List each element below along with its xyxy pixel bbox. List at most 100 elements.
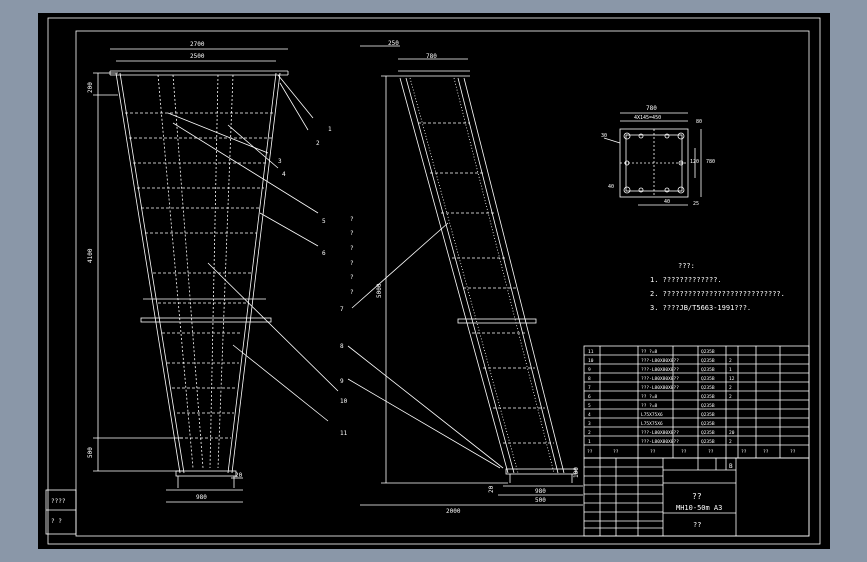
row-no: 10	[588, 358, 594, 364]
row-qty: 12	[729, 376, 735, 382]
row-no: 3	[588, 421, 591, 427]
detail-dim-b2: 25	[693, 201, 699, 207]
left-view-funnel	[93, 48, 339, 503]
part-6: 6	[322, 250, 326, 257]
header-cell: ??	[763, 449, 769, 455]
dim-base-left: 980	[196, 494, 207, 501]
row-name: ???-L80X80X8??	[641, 430, 679, 436]
part-4: 4	[282, 171, 286, 178]
row-name: L75X75X6	[641, 412, 663, 418]
dim-base-right: 20	[235, 472, 243, 479]
detail-dim-side: 780	[706, 159, 715, 165]
row-qty: 20	[729, 430, 735, 436]
dim-top-outer: 2700	[190, 41, 205, 48]
dim-base-mid: 980	[535, 488, 546, 495]
row-mat: Q235B	[701, 367, 715, 373]
notes-line-3: 3. ????JB/T5663-1991???.	[650, 304, 751, 312]
part-2: 2	[316, 140, 320, 147]
row-mat: Q235B	[701, 394, 715, 400]
row-qty: 1	[729, 367, 732, 373]
dim-bottom-right: 100	[573, 467, 580, 478]
row-qty: 2	[729, 385, 732, 391]
dim-bottom-left: 500	[87, 447, 94, 458]
row-mat: Q235B	[701, 358, 715, 364]
dim-top-width: 780	[426, 53, 437, 60]
row-name: ?? ?=8	[641, 403, 658, 409]
header-cell: ??	[650, 449, 656, 455]
dim-total-width: 2000	[446, 508, 461, 515]
header-cell: ??	[741, 449, 747, 455]
header-cell: ??	[708, 449, 714, 455]
row-name: ?? ?=8	[641, 349, 658, 355]
row-mat: Q235B	[701, 385, 715, 391]
dim-height: 4100	[87, 248, 94, 263]
drawing-sheet: 2700 2500 200 4100 500 980 20 1 2 3 4 5 …	[38, 13, 830, 549]
row-name: ?? ?=8	[641, 394, 658, 400]
detail-dim-h2: 120	[690, 159, 699, 165]
row-name: ???-L80X80X8??	[641, 439, 679, 445]
sheet-label: B	[729, 463, 733, 470]
row-no: 2	[588, 430, 591, 436]
row-mat: Q235B	[701, 403, 715, 409]
row-mat: Q235B	[701, 439, 715, 445]
row-name: ???-L80X80X8??	[641, 358, 679, 364]
part-5: 5	[322, 218, 326, 225]
row-no: 11	[588, 349, 594, 355]
legend-mark: ?	[350, 260, 354, 267]
row-no: 9	[588, 367, 591, 373]
detail-dim-b1: 40	[664, 199, 670, 205]
legend-mark: ?	[350, 216, 354, 223]
detail-dim-hole: 30	[601, 133, 607, 139]
side-tab	[45, 489, 77, 535]
part-9: 9	[340, 378, 344, 385]
row-mat: Q235B	[701, 430, 715, 436]
part-1: 1	[328, 126, 332, 133]
row-mat: Q235B	[701, 412, 715, 418]
outer-border	[47, 17, 821, 545]
row-mat: Q235B	[701, 376, 715, 382]
dim-left-top: 200	[87, 82, 94, 93]
row-no: 8	[588, 376, 591, 382]
detail-dim-h1: 80	[696, 119, 702, 125]
row-name: L75X75X6	[641, 421, 663, 427]
side-label-top: ????	[51, 498, 66, 505]
row-no: 7	[588, 385, 591, 391]
detail-dim-width: 780	[646, 105, 657, 112]
row-qty: 2	[729, 439, 732, 445]
part-8: 8	[340, 343, 344, 350]
row-name: ???-L80X80X8??	[641, 367, 679, 373]
part-11: 11	[340, 430, 348, 437]
row-name: ???-L80X80X8??	[641, 385, 679, 391]
row-mat: Q235B	[701, 421, 715, 427]
detail-dim-corner: 40	[608, 184, 614, 190]
row-mat: Q235B	[701, 349, 715, 355]
detail-dim-inner: 4X145=450	[634, 115, 661, 121]
row-no: 4	[588, 412, 591, 418]
detail-base-plate	[603, 112, 702, 206]
header-cell: ??	[587, 449, 593, 455]
side-label-bottom: ? ?	[51, 518, 62, 525]
inner-border	[75, 30, 810, 537]
row-no: 1	[588, 439, 591, 445]
row-no: 6	[588, 394, 591, 400]
dim-top-inner: 2500	[190, 53, 205, 60]
part-3: 3	[278, 158, 282, 165]
legend-mark: ?	[350, 289, 354, 296]
parts-table	[583, 345, 810, 459]
part-10: 10	[340, 398, 348, 405]
drawing-number: MH10-50m A3	[676, 504, 722, 512]
row-qty: 2	[729, 358, 732, 364]
legend-mark: ?	[350, 274, 354, 281]
row-name: ???-L80X80X8??	[641, 376, 679, 382]
header-cell: ??	[790, 449, 796, 455]
dim-top-offset: 250	[388, 40, 399, 47]
dim-height-total: 5000	[376, 283, 383, 298]
row-no: 5	[588, 403, 591, 409]
legend-mark: ?	[350, 230, 354, 237]
notes-line-2: 2. ????????????????????????????.	[650, 290, 785, 298]
drawing-canvas: 2700 2500 200 4100 500 980 20 1 2 3 4 5 …	[45, 17, 821, 545]
header-cell: ??	[613, 449, 619, 455]
legend-mark: ?	[350, 245, 354, 252]
notes-title: ???:	[678, 262, 695, 270]
